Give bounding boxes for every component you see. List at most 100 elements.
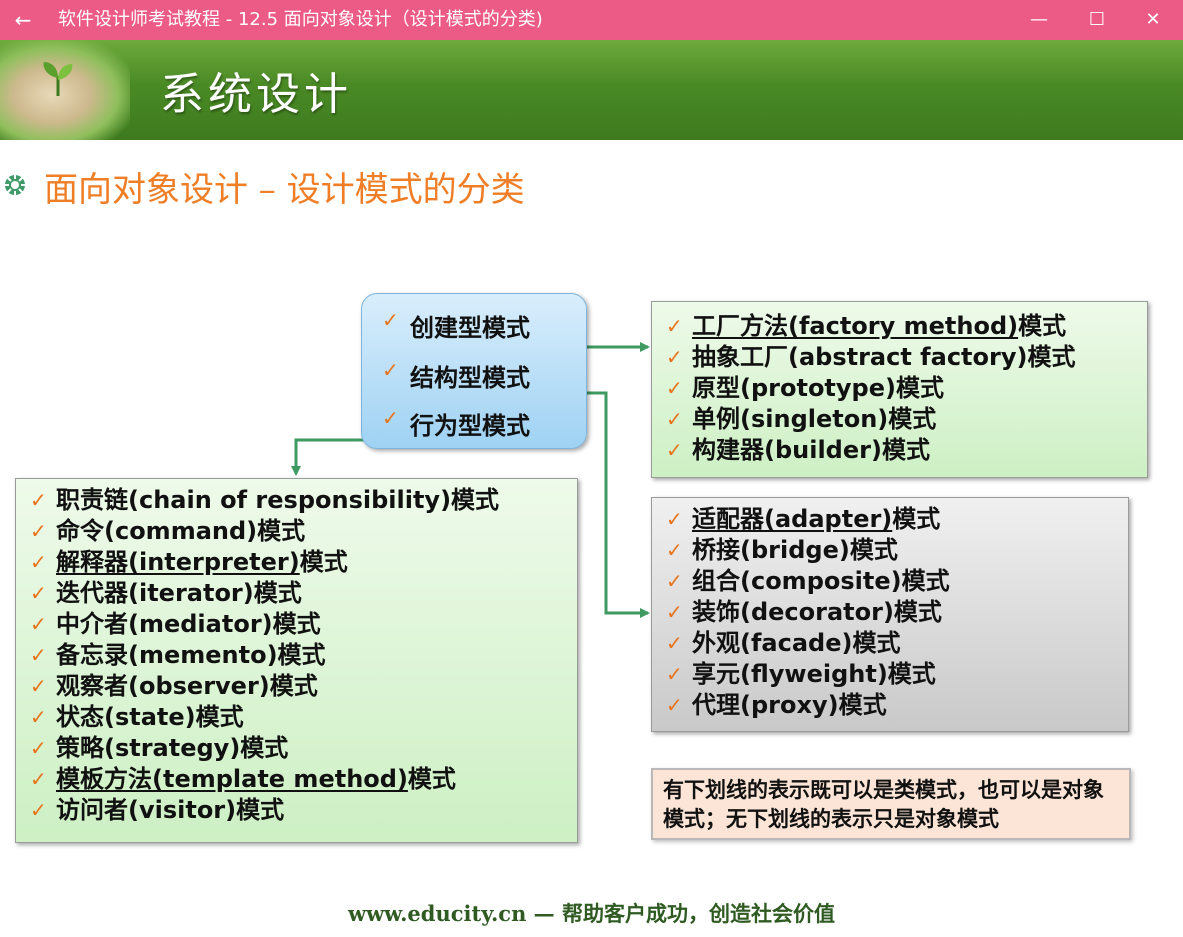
pattern-item: ✓ 策略(strategy)模式 [18, 733, 499, 764]
pattern-item: ✓ 访问者(visitor)模式 [18, 795, 499, 826]
pattern-item: ✓ 构建器(builder)模式 [654, 435, 1075, 466]
pattern-item: ✓ 模板方法(template method)模式 [18, 764, 499, 795]
check-icon: ✓ [30, 736, 47, 760]
pattern-item: ✓ 解释器(interpreter)模式 [18, 547, 499, 578]
underline-legend-note: 有下划线的表示既可以是类模式，也可以是对象模式；无下划线的表示只是对象模式 [651, 768, 1131, 840]
pattern-label: 享元(flyweight)模式 [692, 660, 936, 688]
maximize-button[interactable]: ☐ [1088, 9, 1106, 30]
structural-patterns-box: ✓ 适配器(adapter)模式 ✓ 桥接(bridge)模式 ✓ 组合(compos… [651, 497, 1129, 732]
pattern-item: ✓ 状态(state)模式 [18, 702, 499, 733]
pattern-label: 访问者(visitor)模式 [56, 796, 285, 824]
check-icon: ✓ [30, 488, 47, 512]
close-button[interactable]: ✕ [1145, 9, 1161, 30]
pattern-label: 单例(singleton)模式 [692, 405, 937, 433]
category-structural: ✓ 结构型模式 [382, 358, 530, 393]
check-icon: ✓ [666, 438, 683, 462]
slide-banner: 系统设计 [0, 40, 1183, 140]
window-title: 软件设计师考试教程 - 12.5 面向对象设计（设计模式的分类) [58, 9, 543, 30]
minimize-button[interactable]: — [1030, 9, 1048, 30]
pattern-item: ✓ 享元(flyweight)模式 [654, 659, 950, 690]
check-icon: ✓ [30, 612, 47, 636]
check-icon: ✓ [382, 358, 399, 382]
check-icon: ✓ [382, 406, 399, 430]
pattern-item: ✓ 工厂方法(factory method)模式 [654, 311, 1075, 342]
creational-list: ✓ 工厂方法(factory method)模式 ✓ 抽象工厂(abstract f… [654, 311, 1075, 466]
pattern-item: ✓ 单例(singleton)模式 [654, 404, 1075, 435]
back-button[interactable]: ← [14, 8, 32, 32]
note-text: 有下划线的表示既可以是类模式，也可以是对象模式；无下划线的表示只是对象模式 [663, 778, 1104, 831]
check-icon: ✓ [30, 643, 47, 667]
category-label: 结构型模式 [410, 364, 530, 392]
pattern-item: ✓ 外观(facade)模式 [654, 628, 950, 659]
pattern-label: 备忘录(memento)模式 [56, 641, 326, 669]
creational-patterns-box: ✓ 工厂方法(factory method)模式 ✓ 抽象工厂(abstract f… [651, 301, 1148, 478]
pattern-item: ✓ 抽象工厂(abstract factory)模式 [654, 342, 1075, 373]
check-icon: ✓ [666, 345, 683, 369]
pattern-label: 代理(proxy)模式 [692, 691, 887, 719]
check-icon: ✓ [30, 581, 47, 605]
structural-list: ✓ 适配器(adapter)模式 ✓ 桥接(bridge)模式 ✓ 组合(compos… [654, 504, 950, 721]
pattern-item: ✓ 代理(proxy)模式 [654, 690, 950, 721]
check-icon: ✓ [30, 674, 47, 698]
pattern-label: 原型(prototype)模式 [692, 374, 944, 402]
pattern-label: 观察者(observer)模式 [56, 672, 318, 700]
pattern-label: 命令(command)模式 [56, 517, 306, 545]
pattern-label: 模板方法(template method)模式 [56, 765, 456, 793]
category-label: 行为型模式 [410, 412, 530, 440]
check-icon: ✓ [666, 569, 683, 593]
heading-text: 面向对象设计 – 设计模式的分类 [44, 170, 525, 210]
flower-bullet-icon [4, 174, 26, 196]
pattern-label: 状态(state)模式 [56, 703, 244, 731]
check-icon: ✓ [666, 631, 683, 655]
pattern-item: ✓ 职责链(chain of responsibility)模式 [18, 485, 499, 516]
hands-sprout-logo [0, 40, 130, 140]
pattern-item: ✓ 中介者(mediator)模式 [18, 609, 499, 640]
check-icon: ✓ [666, 507, 683, 531]
check-icon: ✓ [30, 550, 47, 574]
behavioral-list: ✓ 职责链(chain of responsibility)模式 ✓ 命令(comm… [18, 485, 499, 826]
pattern-label: 组合(composite)模式 [692, 567, 950, 595]
pattern-item: ✓ 观察者(observer)模式 [18, 671, 499, 702]
pattern-label: 外观(facade)模式 [692, 629, 901, 657]
sprout-icon [43, 62, 73, 96]
pattern-label: 装饰(decorator)模式 [692, 598, 942, 626]
slide-title: 系统设计 [160, 69, 352, 120]
pattern-item: ✓ 装饰(decorator)模式 [654, 597, 950, 628]
check-icon: ✓ [666, 376, 683, 400]
pattern-label: 策略(strategy)模式 [56, 734, 289, 762]
pattern-category-box: ✓ 创建型模式 ✓ 结构型模式 ✓ 行为型模式 [361, 293, 587, 449]
pattern-label: 中介者(mediator)模式 [56, 610, 321, 638]
pattern-item: ✓ 适配器(adapter)模式 [654, 504, 950, 535]
pattern-item: ✓ 迭代器(iterator)模式 [18, 578, 499, 609]
check-icon: ✓ [666, 314, 683, 338]
pattern-label: 桥接(bridge)模式 [692, 536, 898, 564]
window-title-bar: ← 软件设计师考试教程 - 12.5 面向对象设计（设计模式的分类) — ☐ ✕ [0, 0, 1183, 40]
pattern-label: 适配器(adapter)模式 [692, 505, 941, 533]
check-icon: ✓ [30, 705, 47, 729]
check-icon: ✓ [666, 538, 683, 562]
pattern-label: 解释器(interpreter)模式 [56, 548, 348, 576]
pattern-item: ✓ 组合(composite)模式 [654, 566, 950, 597]
check-icon: ✓ [30, 798, 47, 822]
category-label: 创建型模式 [410, 314, 530, 342]
check-icon: ✓ [666, 693, 683, 717]
pattern-label: 构建器(builder)模式 [692, 436, 930, 464]
footer-slogan: www.educity.cn — 帮助客户成功，创造社会价值 [348, 901, 835, 926]
check-icon: ✓ [666, 600, 683, 624]
check-icon: ✓ [30, 519, 47, 543]
pattern-label: 职责链(chain of responsibility)模式 [56, 486, 500, 514]
pattern-item: ✓ 备忘录(memento)模式 [18, 640, 499, 671]
check-icon: ✓ [382, 308, 399, 332]
check-icon: ✓ [666, 662, 683, 686]
check-icon: ✓ [30, 767, 47, 791]
pattern-item: ✓ 原型(prototype)模式 [654, 373, 1075, 404]
category-creational: ✓ 创建型模式 [382, 308, 530, 343]
pattern-item: ✓ 桥接(bridge)模式 [654, 535, 950, 566]
check-icon: ✓ [666, 407, 683, 431]
behavioral-patterns-box: ✓ 职责链(chain of responsibility)模式 ✓ 命令(comm… [15, 478, 578, 843]
pattern-label: 迭代器(iterator)模式 [56, 579, 302, 607]
category-behavioral: ✓ 行为型模式 [382, 406, 530, 441]
pattern-label: 工厂方法(factory method)模式 [692, 312, 1067, 340]
pattern-item: ✓ 命令(command)模式 [18, 516, 499, 547]
pattern-label: 抽象工厂(abstract factory)模式 [692, 343, 1076, 371]
